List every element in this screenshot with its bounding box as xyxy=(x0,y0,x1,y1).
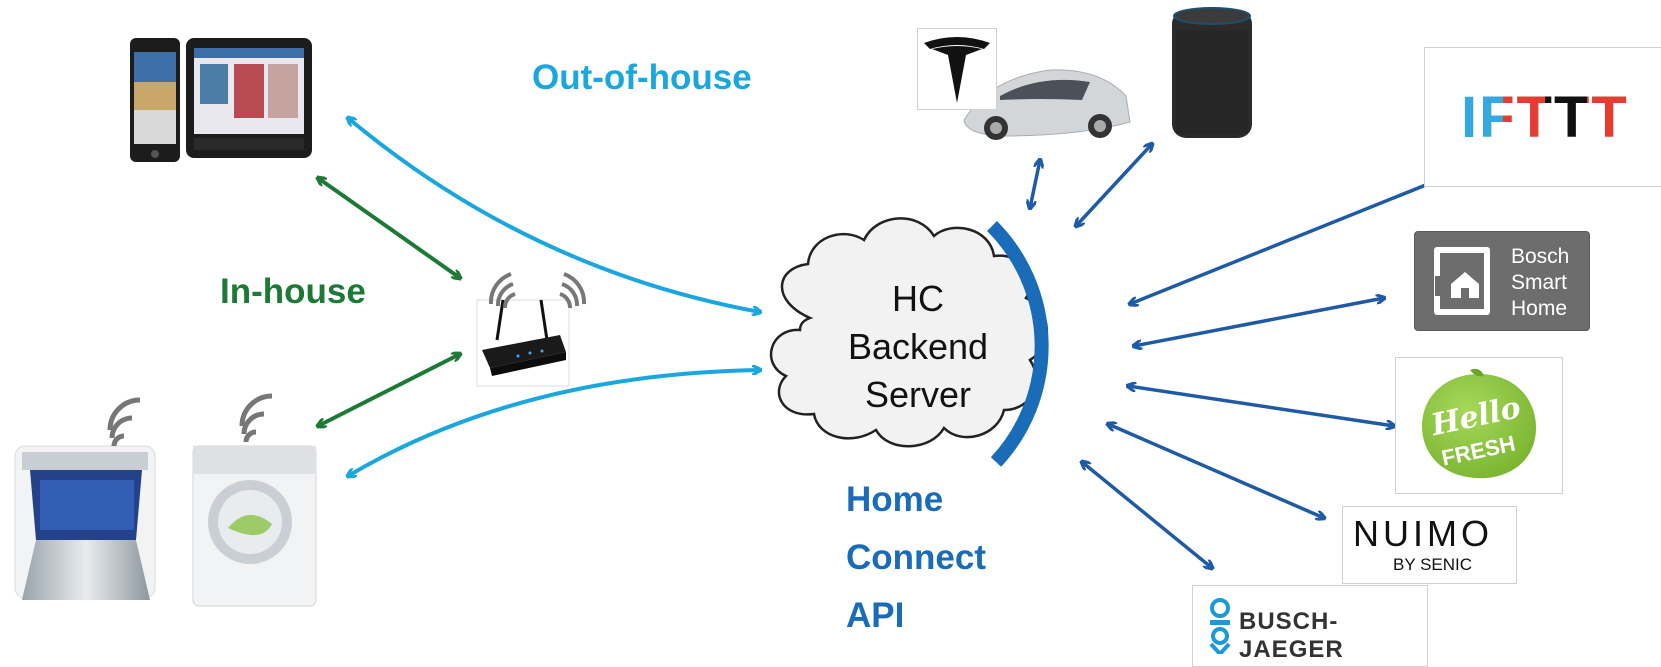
cloud-label-line-1: HC xyxy=(892,278,944,319)
cloud-label-line-3: Server xyxy=(864,374,972,415)
router-icon xyxy=(476,299,570,387)
out-of-house-arrow-bottom xyxy=(348,370,760,476)
hellofresh-card: Hello FRESH xyxy=(1395,357,1563,494)
bosch-label-line-1: Bosch xyxy=(1511,245,1570,268)
arrow-tesla xyxy=(1030,160,1040,208)
nuimo-logo: NUIMO xyxy=(1353,513,1493,554)
wifi-icon xyxy=(107,397,141,447)
arrow-speaker xyxy=(1076,144,1152,226)
home-icon xyxy=(1434,247,1490,315)
wifi-icon xyxy=(239,393,273,443)
bosch-smart-home-card: Bosch Smart Home xyxy=(1414,231,1590,331)
tablet-icon xyxy=(186,38,312,158)
nuimo-card: NUIMO BY SENIC xyxy=(1342,506,1517,584)
arrow-busch-jaeger xyxy=(1082,462,1212,568)
api-arc xyxy=(987,221,1049,467)
api-label-line-1: Home xyxy=(846,480,944,519)
cloud-label-line-2: Backend xyxy=(847,326,989,367)
ifttt-logo: IFTTT xyxy=(1461,85,1629,150)
in-house-arrow-top xyxy=(318,178,460,278)
out-of-house-label: Out-of-house xyxy=(532,58,752,97)
api-label-line-3: API xyxy=(846,596,905,635)
bosch-label-line-2: Smart xyxy=(1511,271,1568,294)
out-of-house-arrow-top xyxy=(348,118,760,312)
busch-jaeger-card: BUSCH-JAEGER xyxy=(1192,585,1428,667)
busch-jaeger-logo xyxy=(1209,598,1231,654)
smart-speaker-icon xyxy=(1172,7,1252,138)
in-house-arrow-bottom xyxy=(318,354,460,426)
in-house-label: In-house xyxy=(220,272,366,311)
hellofresh-lime-icon: Hello FRESH xyxy=(1422,368,1536,479)
washing-machine-icon xyxy=(192,445,317,607)
car-icon xyxy=(963,69,1131,140)
ifttt-logo-card: IFTTT xyxy=(1424,47,1661,187)
dishwasher-icon xyxy=(14,445,156,600)
arrow-hellofresh xyxy=(1128,386,1394,426)
arrow-nuimo xyxy=(1108,424,1324,518)
tesla-logo-mark xyxy=(924,37,990,103)
bosch-label-line-3: Home xyxy=(1511,297,1568,320)
arrow-bosch xyxy=(1134,298,1384,346)
nuimo-subtitle: BY SENIC xyxy=(1393,555,1473,574)
busch-jaeger-wordmark: BUSCH-JAEGER xyxy=(1239,608,1344,663)
smartphone-icon xyxy=(130,38,180,162)
arrow-ifttt xyxy=(1130,168,1468,304)
tesla-logo xyxy=(917,28,997,110)
api-label-line-2: Connect xyxy=(846,538,986,577)
